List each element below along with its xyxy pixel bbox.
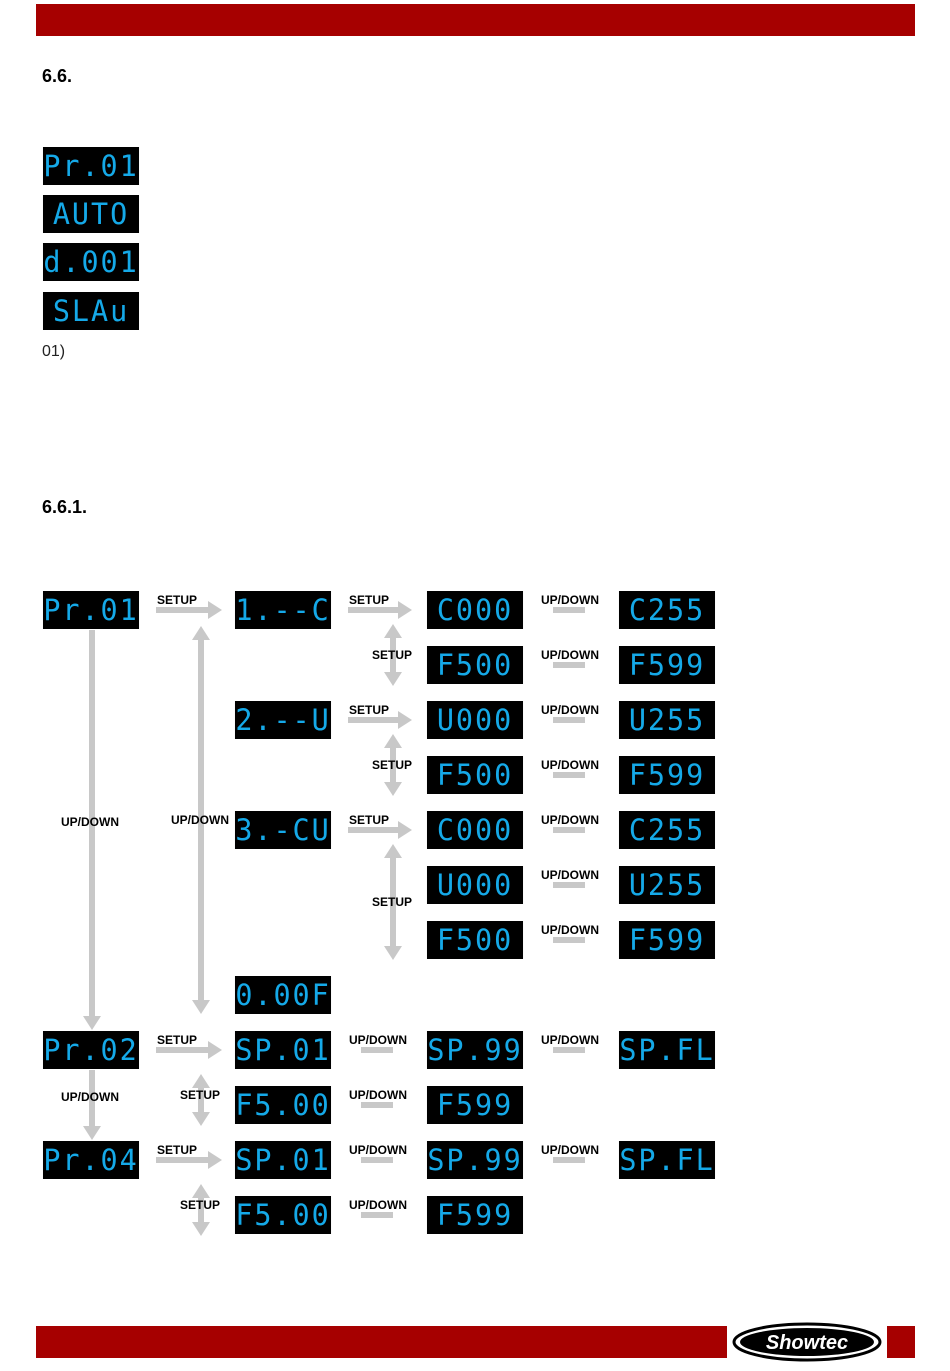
updown-bars — [361, 607, 585, 1218]
display-f500: F500 — [426, 646, 524, 684]
label-setup: SETUP — [349, 703, 390, 717]
display-sp01: SP.01 — [234, 1031, 332, 1069]
display-c000: C000 — [426, 811, 524, 849]
display-sp99: SP.99 — [426, 1031, 524, 1069]
display-mode-1: 1.--C — [234, 591, 332, 629]
label-updown: UP/DOWN — [61, 1090, 119, 1104]
display-f500-pr04: F5.00 — [234, 1196, 332, 1234]
menu-display-slave: SLAu — [42, 292, 140, 330]
label-updown: UP/DOWN — [541, 868, 599, 882]
logo-shape: Showtec — [732, 1322, 882, 1362]
display-c255: C255 — [618, 591, 716, 629]
display-mode-3: 3.-CU — [234, 811, 332, 849]
label-updown: UP/DOWN — [541, 593, 599, 607]
label-updown: UP/DOWN — [541, 758, 599, 772]
section-heading: 6.6. — [42, 66, 73, 86]
label-updown: UP/DOWN — [541, 813, 599, 827]
vertical-arrows — [83, 624, 402, 1236]
display-spfl: SP.FL — [618, 1031, 716, 1069]
display-f500: F500 — [426, 756, 524, 794]
label-setup: SETUP — [180, 1088, 221, 1102]
label-updown: UP/DOWN — [61, 815, 119, 829]
showtec-logo: Showtec — [727, 1318, 887, 1366]
display-f599-pr04: F599 — [426, 1196, 524, 1234]
subsection-heading: 6.6.1. — [42, 497, 88, 517]
display-f599: F599 — [618, 646, 716, 684]
label-setup: SETUP — [157, 1033, 198, 1047]
display-u255: U255 — [618, 701, 716, 739]
display-f599: F599 — [618, 921, 716, 959]
label-updown: UP/DOWN — [541, 1143, 599, 1157]
label-setup: SETUP — [372, 758, 413, 772]
label-updown: UP/DOWN — [541, 703, 599, 717]
label-updown: UP/DOWN — [541, 923, 599, 937]
label-setup: SETUP — [372, 648, 413, 662]
label-setup: SETUP — [157, 1143, 198, 1157]
display-spfl: SP.FL — [618, 1141, 716, 1179]
label-setup: SETUP — [349, 813, 390, 827]
display-c000: C000 — [426, 591, 524, 629]
display-pr02: Pr.02 — [42, 1031, 140, 1069]
label-setup: SETUP — [372, 895, 413, 909]
display-u255: U255 — [618, 866, 716, 904]
display-mode-2: 2.--U — [234, 701, 332, 739]
arrow-right — [156, 601, 412, 1169]
display-f500: F500 — [426, 921, 524, 959]
svg-text:Showtec: Showtec — [766, 1332, 848, 1354]
display-f500-pr02: F5.00 — [234, 1086, 332, 1124]
label-updown: UP/DOWN — [349, 1198, 407, 1212]
footnote: 01) — [42, 343, 66, 360]
display-mode-0: 0.00F — [234, 976, 332, 1014]
label-updown: UP/DOWN — [171, 813, 229, 827]
display-f599-pr02: F599 — [426, 1086, 524, 1124]
label-updown: UP/DOWN — [541, 648, 599, 662]
label-updown: UP/DOWN — [541, 1033, 599, 1047]
display-u000: U000 — [426, 866, 524, 904]
label-setup: SETUP — [180, 1198, 221, 1212]
display-u000: U000 — [426, 701, 524, 739]
menu-display-program: Pr.01 — [42, 147, 140, 185]
display-pr04: Pr.04 — [42, 1141, 140, 1179]
label-setup: SETUP — [349, 593, 390, 607]
label-updown: UP/DOWN — [349, 1143, 407, 1157]
display-pr01: Pr.01 — [42, 591, 140, 629]
label-updown: UP/DOWN — [349, 1088, 407, 1102]
menu-display-dmx: d.001 — [42, 243, 140, 281]
display-sp99: SP.99 — [426, 1141, 524, 1179]
label-updown: UP/DOWN — [349, 1033, 407, 1047]
display-f599: F599 — [618, 756, 716, 794]
header-bar — [36, 4, 915, 36]
label-setup: SETUP — [157, 593, 198, 607]
menu-display-auto: AUTO — [42, 195, 140, 233]
display-c255: C255 — [618, 811, 716, 849]
display-sp01: SP.01 — [234, 1141, 332, 1179]
